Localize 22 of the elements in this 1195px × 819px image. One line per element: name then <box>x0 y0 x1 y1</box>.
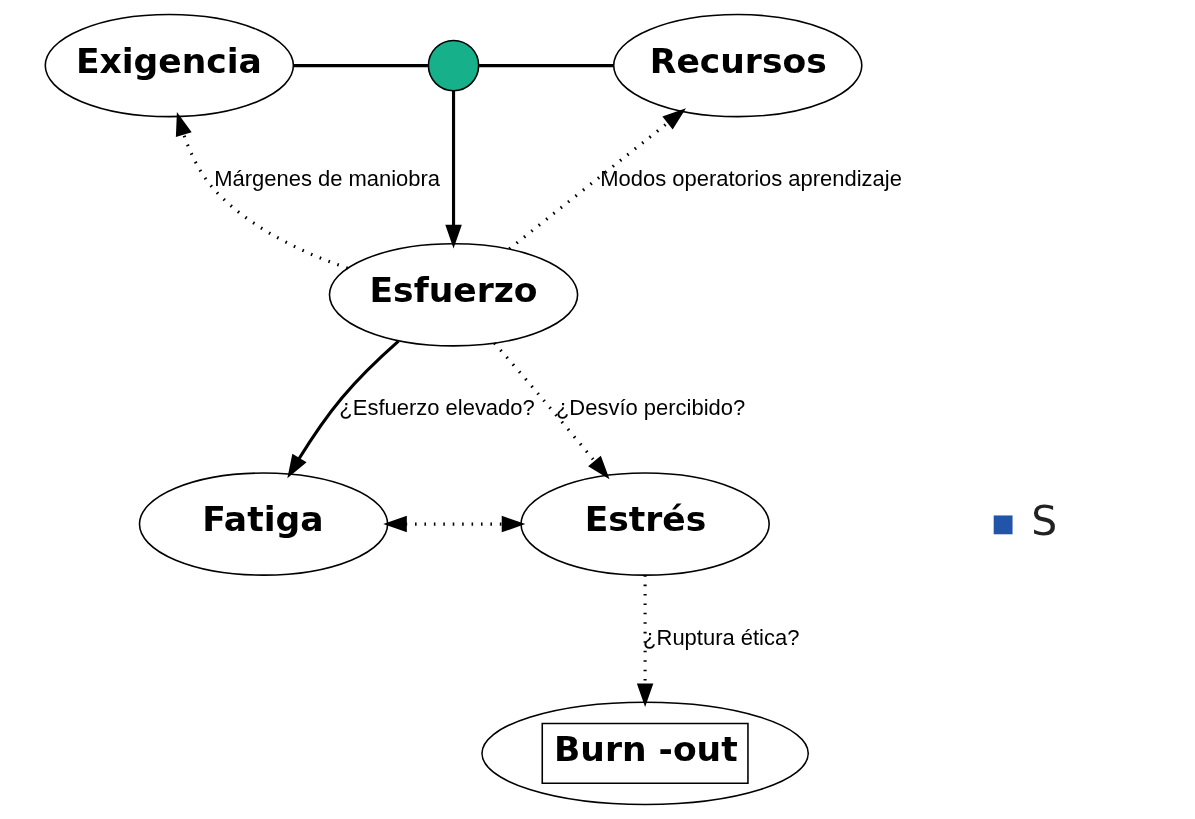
edge-label: ¿Desvío percibido? <box>555 395 745 421</box>
node-ellipse: Burn -out <box>480 701 809 806</box>
node-ellipse: Esfuerzo <box>328 243 578 347</box>
node-ellipse: Estrés <box>519 472 770 576</box>
edge-label: ¿Ruptura ética? <box>642 624 799 650</box>
node-ellipse: Recursos <box>612 13 863 118</box>
connector <box>478 64 613 68</box>
node-ellipse: Fatiga <box>138 472 388 576</box>
arrow <box>492 342 609 480</box>
label: S <box>1030 496 1057 545</box>
arrow <box>507 108 686 251</box>
node-circle <box>427 39 479 92</box>
edge-label: ¿Esfuerzo elevado? <box>338 395 535 421</box>
arrow <box>636 575 653 708</box>
node-ellipse: Exigencia <box>44 13 294 118</box>
arrow <box>286 339 400 479</box>
edge-label: Márgenes de maniobra <box>213 166 440 192</box>
arrow <box>444 90 462 249</box>
arrow <box>175 112 348 270</box>
connector <box>293 64 428 68</box>
edge-label: Modos operatorios aprendizaje <box>599 166 902 192</box>
arrow <box>382 515 525 533</box>
